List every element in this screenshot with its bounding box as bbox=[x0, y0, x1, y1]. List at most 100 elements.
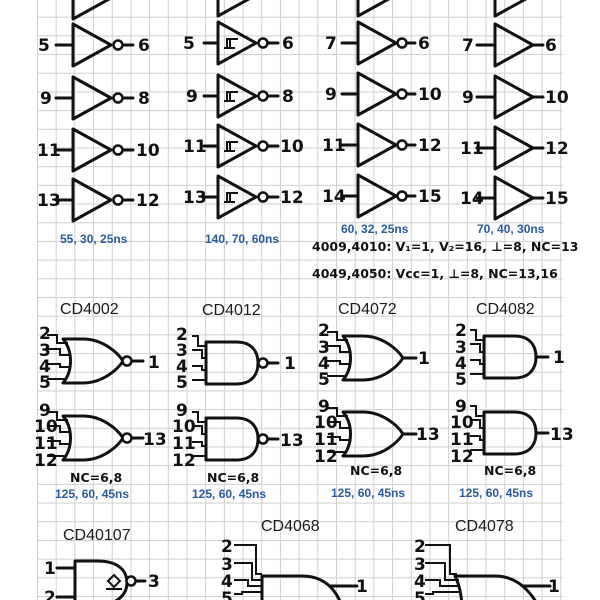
buffer-gate bbox=[493, 0, 535, 18]
pin-label: 2 bbox=[455, 321, 467, 341]
inverter-gate bbox=[54, 177, 135, 223]
pin-label: 1 bbox=[418, 349, 430, 369]
schmitt-inverter-gate bbox=[202, 174, 280, 220]
inverter-gate bbox=[356, 0, 398, 18]
pin-label: 12 bbox=[314, 447, 338, 467]
note-4049-4050: 4049,4050: Vcc=1, ⊥=8, NC=13,16 bbox=[312, 266, 558, 281]
graph-paper-grid bbox=[37, 0, 563, 600]
nc-label: NC=6,8 bbox=[70, 470, 122, 485]
inverter-column-3: 7 6 9 10 11 12 14 15 60, 32, 25ns bbox=[322, 0, 442, 236]
pin-label: 11 bbox=[460, 139, 484, 159]
pin-label: 10 bbox=[314, 413, 338, 433]
pin-label: 15 bbox=[545, 189, 569, 209]
schmitt-inverter-gate bbox=[216, 0, 258, 18]
buffer-column: 7 6 9 10 11 12 14 15 70, 40, 30ns bbox=[460, 0, 569, 236]
schmitt-inverter-gate bbox=[202, 123, 280, 169]
pin-label: 2 bbox=[414, 537, 426, 557]
pin-label: 1 bbox=[548, 577, 560, 597]
pin-label: 6 bbox=[282, 34, 294, 54]
chip-title: CD4082 bbox=[476, 301, 535, 318]
pin-label: 10 bbox=[172, 417, 196, 437]
nor-gate bbox=[47, 334, 145, 385]
chip-cd4068: CD4068 2 3 4 5 1 bbox=[221, 518, 368, 600]
pin-label: 4 bbox=[455, 354, 467, 374]
pin-label: 5 bbox=[455, 370, 467, 390]
pin-label: 9 bbox=[462, 88, 474, 108]
pin-label: 12 bbox=[34, 451, 58, 471]
chip-title: CD4068 bbox=[261, 518, 320, 535]
pin-label: 14 bbox=[460, 189, 484, 209]
inverter-gate bbox=[54, 22, 135, 68]
chip-title: CD4072 bbox=[338, 301, 397, 318]
timing-label: 140, 70, 60ns bbox=[205, 232, 279, 246]
pin-label: 9 bbox=[325, 85, 337, 105]
pin-label: 5 bbox=[183, 34, 195, 54]
chip-title: CD4002 bbox=[60, 301, 119, 318]
pin-label: 10 bbox=[280, 137, 304, 157]
buffer-gate bbox=[475, 22, 545, 68]
pin-label: 12 bbox=[545, 139, 569, 159]
inverter-gate bbox=[340, 173, 417, 219]
timing-label: 70, 40, 30ns bbox=[477, 222, 545, 236]
nand-gate bbox=[192, 411, 280, 462]
inverter-gate bbox=[340, 122, 417, 168]
and-gate bbox=[470, 329, 550, 380]
pin-label: 11 bbox=[172, 434, 196, 454]
pin-label: 10 bbox=[418, 85, 442, 105]
inverter-gate bbox=[340, 20, 417, 66]
schmitt-inverter-gate bbox=[202, 20, 280, 66]
pin-label: 13 bbox=[280, 431, 304, 451]
or-gate bbox=[327, 407, 418, 458]
pin-label: 2 bbox=[221, 537, 233, 557]
pin-label: 9 bbox=[455, 397, 467, 417]
pin-label: 6 bbox=[138, 36, 150, 56]
pin-label: 10 bbox=[545, 88, 569, 108]
pin-label: 6 bbox=[545, 36, 557, 56]
buffer-gate bbox=[475, 175, 545, 221]
chip-cd4082: CD4082 2 3 4 5 1 9 10 11 12 13 NC=6,8 12… bbox=[450, 301, 574, 500]
pin-label: 2 bbox=[318, 321, 330, 341]
pin-label: 1 bbox=[148, 353, 160, 373]
pin-label: 12 bbox=[450, 447, 474, 467]
pin-label: 11 bbox=[450, 430, 474, 450]
pin-label: 14 bbox=[322, 187, 346, 207]
pin-label: 13 bbox=[550, 425, 574, 445]
pin-label: 6 bbox=[418, 34, 430, 54]
pin-label: 7 bbox=[462, 36, 474, 56]
pin-label: 1 bbox=[284, 354, 296, 374]
pin-label: 9 bbox=[186, 87, 198, 107]
chip-cd40107: CD40107 1 2 3 bbox=[44, 527, 160, 600]
buffer-gate bbox=[475, 125, 545, 171]
chip-title: CD40107 bbox=[63, 527, 131, 544]
pin-label: 12 bbox=[280, 188, 304, 208]
timing-label: 125, 60, 45ns bbox=[192, 487, 266, 501]
pin-label: 3 bbox=[221, 555, 233, 575]
timing-label: 125, 60, 45ns bbox=[331, 486, 405, 500]
pin-label: 10 bbox=[136, 141, 160, 161]
pin-label: 11 bbox=[314, 430, 338, 450]
pin-label: 9 bbox=[40, 89, 52, 109]
pin-label: 4 bbox=[176, 357, 188, 377]
pin-label: 9 bbox=[318, 397, 330, 417]
schmitt-inverter-gate bbox=[202, 73, 280, 119]
pin-label: 15 bbox=[418, 187, 442, 207]
pin-label: 13 bbox=[37, 191, 61, 211]
nc-label: NC=6,8 bbox=[350, 463, 402, 478]
pin-label: 2 bbox=[176, 325, 188, 345]
inverter-gate bbox=[54, 127, 135, 173]
nor-gate bbox=[47, 411, 145, 462]
pin-label: 11 bbox=[34, 434, 58, 454]
chip-cd4012: CD4012 2 3 4 5 1 9 10 11 12 13 NC=6,8 12… bbox=[172, 302, 304, 501]
pin-label: 13 bbox=[183, 188, 207, 208]
pin-label: 5 bbox=[39, 373, 51, 393]
pin-label: 12 bbox=[418, 136, 442, 156]
buffer-gate bbox=[475, 74, 545, 120]
pin-label: 9 bbox=[176, 401, 188, 421]
pin-label: 3 bbox=[39, 341, 51, 361]
nand-gate bbox=[192, 335, 280, 386]
pin-label: 2 bbox=[44, 588, 56, 600]
nc-label: NC=6,8 bbox=[207, 470, 259, 485]
and-gate bbox=[470, 405, 550, 456]
pin-label: 13 bbox=[416, 425, 440, 445]
